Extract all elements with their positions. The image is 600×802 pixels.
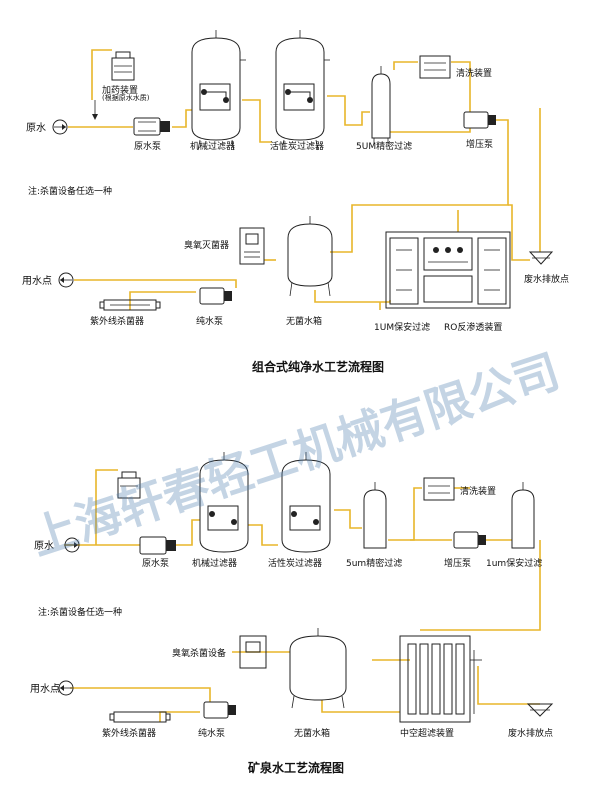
- d1-raw-water-label: 原水: [26, 122, 46, 134]
- d2-booster-pump-label: 增压泵: [444, 557, 471, 569]
- diagram-2-title: 矿泉水工艺流程图: [248, 760, 344, 775]
- d2-raw-pump-label: 原水泵: [142, 557, 169, 569]
- d1-booster-pump-label: 增压泵: [466, 138, 493, 150]
- d1-note: 注:杀菌设备任选一种: [28, 185, 112, 197]
- d2-raw-water-pump: [139, 536, 176, 555]
- sterile-water-tank: [287, 216, 333, 297]
- d1-ozone-label: 臭氧灭菌器: [184, 239, 229, 251]
- d2-mech-filter-label: 机械过滤器: [192, 557, 237, 569]
- d2-drain-point: [526, 703, 554, 717]
- d2-precision-filter-housing: [363, 482, 387, 549]
- company-watermark: 上海轩春轻工机械有限公司: [24, 344, 566, 566]
- booster-pump: [463, 111, 496, 129]
- d2-mechanical-filter-vessel: [199, 452, 249, 553]
- flow-arrow-icon: [92, 114, 98, 120]
- d2-security-filter-housing: [511, 482, 535, 549]
- d1-uv-label: 紫外线杀菌器: [90, 315, 144, 327]
- d1-raw-pump-label: 原水泵: [134, 140, 161, 152]
- carbon-filter-vessel: [275, 30, 330, 151]
- d1-ro-label: RO反渗透装置: [444, 321, 502, 333]
- raw-water-pump: [133, 117, 170, 136]
- cleaning-device: [419, 55, 451, 79]
- d2-uf-hollow-fiber-unit: [399, 635, 482, 723]
- use-point-1: [58, 272, 74, 288]
- d1-precision-filter-label: 5UM精密过滤: [356, 140, 412, 152]
- d2-uf-label: 中空超滤装置: [400, 727, 454, 739]
- d2-cleaning-label: 清洗装置: [460, 485, 496, 497]
- d2-carbon-filter-label: 活性炭过滤器: [268, 557, 322, 569]
- d2-sterile-water-tank: [289, 628, 347, 709]
- mechanical-filter-vessel: [191, 30, 246, 151]
- d1-use-point-label: 用水点: [22, 275, 52, 287]
- diagram-2: 原水 原水泵 机械过滤器 活性炭过滤器 5um精密过滤 清洗装置 增压泵 1um…: [30, 452, 554, 775]
- d2-booster-pump: [453, 531, 486, 549]
- drain-point-1: [528, 251, 554, 265]
- d1-dosing-sub-label: (根据原水水质): [102, 93, 150, 102]
- diagram-1: 原水 加药装置 (根据原水水质) 原水泵 机械过滤器 活性炭过滤器 5UM精密过…: [22, 30, 569, 374]
- d2-raw-water-inlet: [64, 537, 80, 553]
- d2-use-point: [58, 680, 74, 696]
- inlet-arrow-icon: [62, 124, 66, 130]
- d1-drain-label: 废水排放点: [524, 273, 569, 285]
- d2-ozone-label: 臭氧杀菌设备: [172, 647, 226, 659]
- raw-water-inlet: [52, 119, 68, 135]
- d2-security-filter-label: 1um保安过滤: [486, 557, 542, 569]
- dosing-device: [92, 51, 135, 120]
- d2-ozone-sterilizer: [239, 635, 267, 669]
- d2-precision-filter-label: 5um精密过滤: [346, 557, 402, 569]
- precision-filter-housing: [371, 66, 391, 144]
- uv-sterilizer-1: [99, 299, 161, 311]
- d2-dosing-device: [117, 471, 141, 499]
- d2-raw-water-label: 原水: [34, 540, 54, 552]
- d2-carbon-filter-vessel: [281, 452, 331, 553]
- pure-water-pump-1: [199, 287, 232, 305]
- ro-reverse-osmosis-unit: [385, 231, 511, 309]
- d2-cleaning-device: [423, 477, 455, 501]
- ozone-sterilizer: [239, 227, 265, 265]
- d1-pure-pump-label: 纯水泵: [196, 315, 223, 327]
- d2-drain-label: 废水排放点: [508, 727, 553, 739]
- d2-uv-label: 紫外线杀菌器: [102, 727, 156, 739]
- d1-security-filter-label: 1UM保安过滤: [374, 321, 430, 333]
- d1-cleaning-label: 清洗装置: [456, 67, 492, 79]
- d1-tank-label: 无菌水箱: [286, 315, 322, 327]
- diagram-1-pipes: [68, 49, 541, 310]
- d2-note: 注:杀菌设备任选一种: [38, 606, 122, 618]
- d1-carbon-filter-label: 活性炭过滤器: [270, 140, 324, 152]
- d1-dosing-label: 加药装置: [102, 84, 138, 96]
- d2-pure-pump-label: 纯水泵: [198, 727, 225, 739]
- d1-mech-filter-label: 机械过滤器: [190, 140, 235, 152]
- diagram-2-pipes: [64, 469, 541, 722]
- diagram-1-title: 组合式纯净水工艺流程图: [252, 359, 384, 374]
- d2-pure-water-pump: [203, 701, 236, 719]
- d2-uv-sterilizer: [109, 711, 171, 723]
- d2-use-point-label: 用水点: [30, 683, 60, 695]
- d2-tank-label: 无菌水箱: [294, 727, 330, 739]
